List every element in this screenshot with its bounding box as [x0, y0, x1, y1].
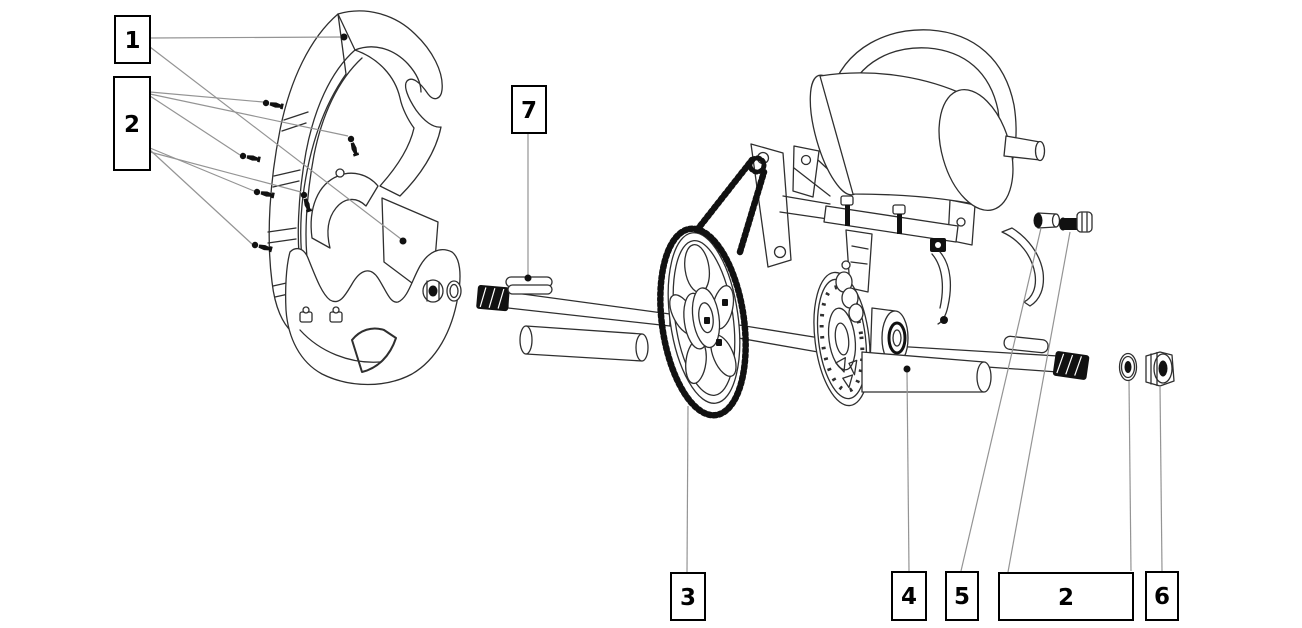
callout-dot — [399, 237, 407, 245]
callout-6-label: 6 — [1154, 584, 1170, 610]
guard-lower-sector — [351, 327, 397, 373]
screw-icon — [239, 152, 261, 163]
screw-icon — [262, 99, 284, 110]
callout-7: 7 — [511, 85, 547, 134]
frame-bracket-right — [1001, 227, 1045, 307]
callout-4-label: 4 — [901, 584, 917, 610]
electric-motor — [809, 72, 1046, 211]
callout-1-label: 1 — [124, 28, 140, 54]
motor-pinion — [747, 155, 767, 175]
callout-6: 6 — [1145, 571, 1179, 621]
caliper-stack — [835, 260, 864, 323]
callout-2-top: 2 — [113, 76, 151, 171]
axle-flange-nut — [1145, 351, 1175, 387]
leader-lines — [149, 33, 1163, 573]
brake-caliper-bracket — [845, 229, 952, 325]
guard-lower-tabs — [299, 306, 343, 323]
callout-5-label: 5 — [954, 584, 970, 610]
callout-3-label: 3 — [680, 585, 696, 611]
guard-band — [268, 13, 347, 333]
callouts: 1 2 7 3 4 5 2 6 — [113, 15, 1179, 621]
drive-chain — [657, 155, 768, 419]
frame-tab — [792, 145, 820, 198]
disc-hole-ring — [819, 285, 865, 393]
wheel-hub — [869, 307, 909, 367]
motor-shaft-tube — [1003, 135, 1041, 161]
guard-lower-cover — [284, 247, 461, 386]
callout-2-bottom-label: 2 — [1058, 585, 1074, 611]
motor-mount — [823, 195, 959, 243]
callout-dot — [340, 33, 348, 41]
flange-bolt — [1059, 211, 1093, 233]
callout-3: 3 — [670, 572, 706, 621]
spacer-tube-left — [519, 325, 649, 362]
callout-1: 1 — [114, 15, 151, 64]
guard-inner-bracket — [310, 172, 379, 249]
callout-4: 4 — [891, 571, 927, 621]
callout-2-bottom: 2 — [998, 572, 1134, 621]
screw-icon — [346, 134, 360, 157]
hub-bolts — [704, 299, 728, 346]
axle-key — [505, 276, 553, 295]
callout-dot — [903, 365, 911, 373]
axle-key-right — [1003, 335, 1049, 354]
callout-7-label: 7 — [521, 98, 537, 124]
chain-guard-assembly — [267, 10, 461, 386]
spacer-bushing — [1033, 212, 1061, 229]
callout-dot — [524, 274, 532, 282]
callout-2-top-label: 2 — [124, 112, 140, 138]
callout-5: 5 — [945, 571, 979, 621]
chain-sprocket-assembly — [657, 155, 768, 419]
axle-thread-right — [1052, 351, 1090, 380]
axle-thread-left — [476, 284, 510, 312]
guard-hook — [337, 10, 443, 197]
left-axle-nut-washer — [422, 279, 462, 303]
axle-spacer-tube — [861, 351, 992, 393]
flat-washer — [1118, 352, 1138, 382]
